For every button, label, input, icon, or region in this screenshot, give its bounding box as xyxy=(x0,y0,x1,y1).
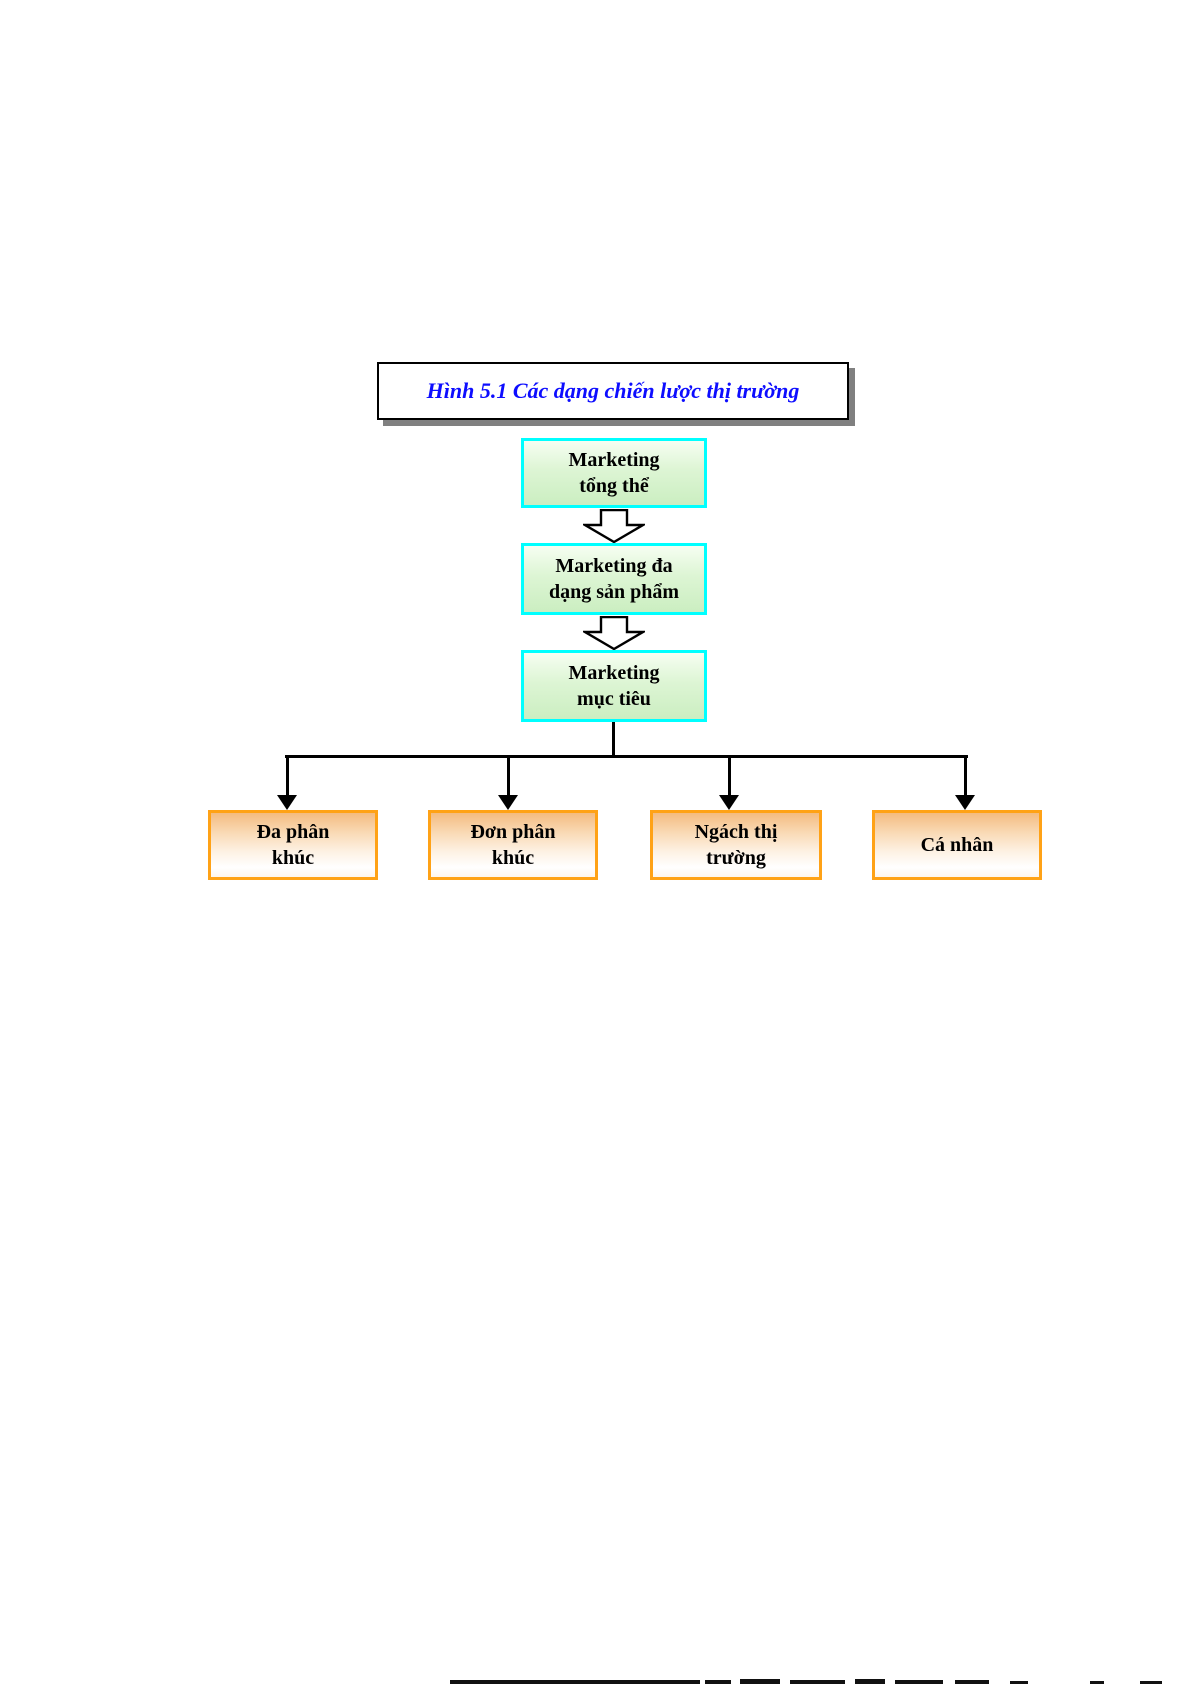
clipped-bottom-text-fragment xyxy=(450,1678,1162,1685)
down-arrowhead-icon xyxy=(498,795,518,810)
flow-node-marketing-da-dang-san-pham: Marketing đa dạng sản phẩm xyxy=(521,543,707,615)
leaf-node-label-line: khúc xyxy=(271,847,315,869)
leaf-node-label-line: Cá nhân xyxy=(920,834,994,856)
connector-drop-line xyxy=(507,755,510,797)
leaf-node-da-phan-khuc: Đa phân khúc xyxy=(208,810,378,880)
leaf-node-ca-nhan: Cá nhân xyxy=(872,810,1042,880)
block-down-arrow-icon xyxy=(583,509,645,543)
leaf-node-label-line: Đơn phân xyxy=(470,821,556,843)
down-arrowhead-icon xyxy=(955,795,975,810)
clipped-glyph-fragment xyxy=(955,1680,989,1684)
leaf-node-label-line: Đa phân xyxy=(256,821,330,843)
clipped-glyph-fragment xyxy=(740,1679,780,1684)
connector-drop-line xyxy=(964,755,967,797)
clipped-glyph-fragment xyxy=(1010,1681,1028,1684)
connector-branch-line xyxy=(285,755,968,758)
flow-node-marketing-muc-tieu: Marketing mục tiêu xyxy=(521,650,707,722)
clipped-glyph-fragment xyxy=(895,1680,943,1684)
down-arrowhead-icon xyxy=(719,795,739,810)
figure-title-box: Hình 5.1 Các dạng chiến lược thị trường xyxy=(377,362,849,420)
flow-node-label-line: dạng sản phẩm xyxy=(548,581,680,603)
clipped-glyph-fragment xyxy=(855,1679,885,1684)
connector-stem-line xyxy=(612,722,615,758)
flow-node-label-line: Marketing xyxy=(568,449,660,471)
leaf-node-ngach-thi-truong: Ngách thị trường xyxy=(650,810,822,880)
connector-drop-line xyxy=(286,755,289,797)
flow-node-marketing-tong-the: Marketing tổng thể xyxy=(521,438,707,508)
clipped-glyph-fragment xyxy=(1090,1681,1104,1684)
leaf-node-label-line: trường xyxy=(706,847,766,869)
clipped-line-fragment xyxy=(450,1680,700,1684)
clipped-glyph-fragment xyxy=(790,1680,845,1684)
down-arrowhead-icon xyxy=(277,795,297,810)
figure-title: Hình 5.1 Các dạng chiến lược thị trường xyxy=(426,378,800,403)
clipped-glyph-fragment xyxy=(705,1680,731,1684)
flow-node-label-line: Marketing đa xyxy=(555,555,673,577)
block-down-arrow-icon xyxy=(583,616,645,650)
flow-node-label-line: tổng thể xyxy=(579,475,649,497)
clipped-glyph-fragment xyxy=(1140,1681,1162,1684)
flow-node-label-line: mục tiêu xyxy=(577,688,651,710)
leaf-node-don-phan-khuc: Đơn phân khúc xyxy=(428,810,598,880)
connector-drop-line xyxy=(728,755,731,797)
flow-node-label-line: Marketing xyxy=(568,662,660,684)
leaf-node-label-line: Ngách thị xyxy=(694,821,778,843)
leaf-node-label-line: khúc xyxy=(491,847,535,869)
